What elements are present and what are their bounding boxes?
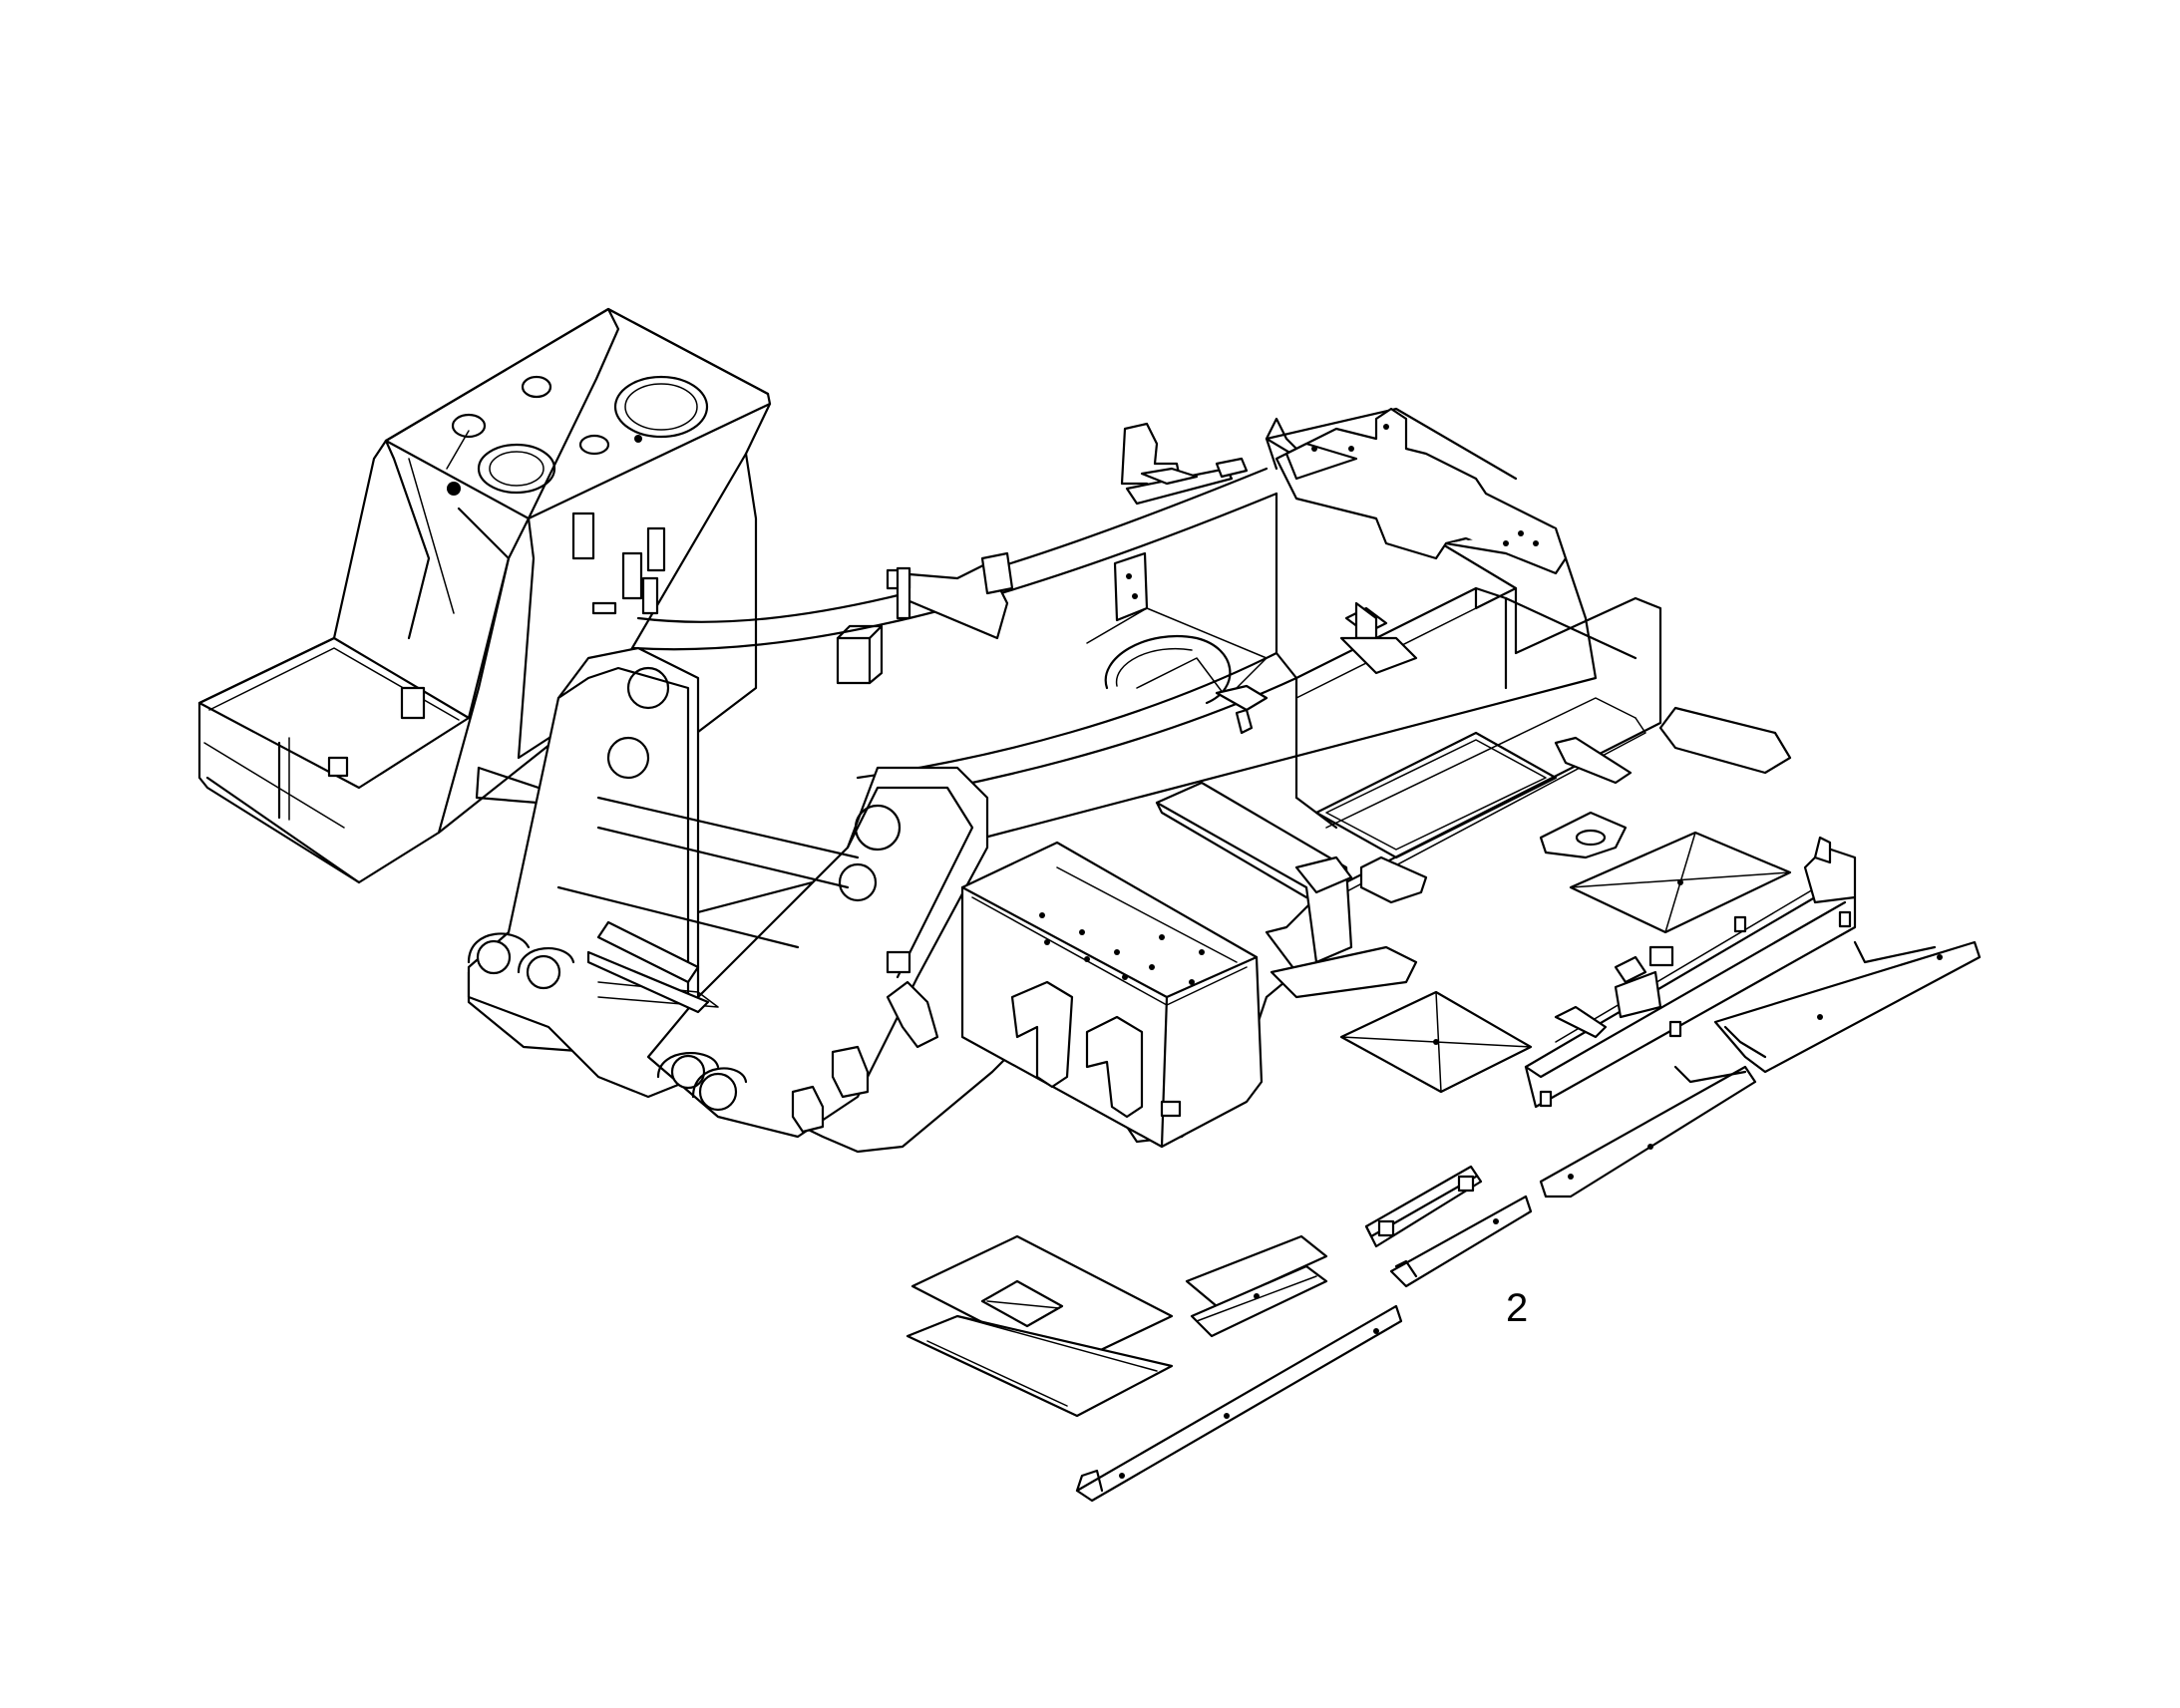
- front-deck: [960, 841, 1264, 1149]
- loader-towers: [467, 646, 989, 1139]
- callout-label-2: 2: [1506, 1286, 1528, 1330]
- tank-assembly: [197, 307, 772, 884]
- loose-parts: [906, 831, 1982, 1503]
- center-crossmember: [1155, 706, 1792, 999]
